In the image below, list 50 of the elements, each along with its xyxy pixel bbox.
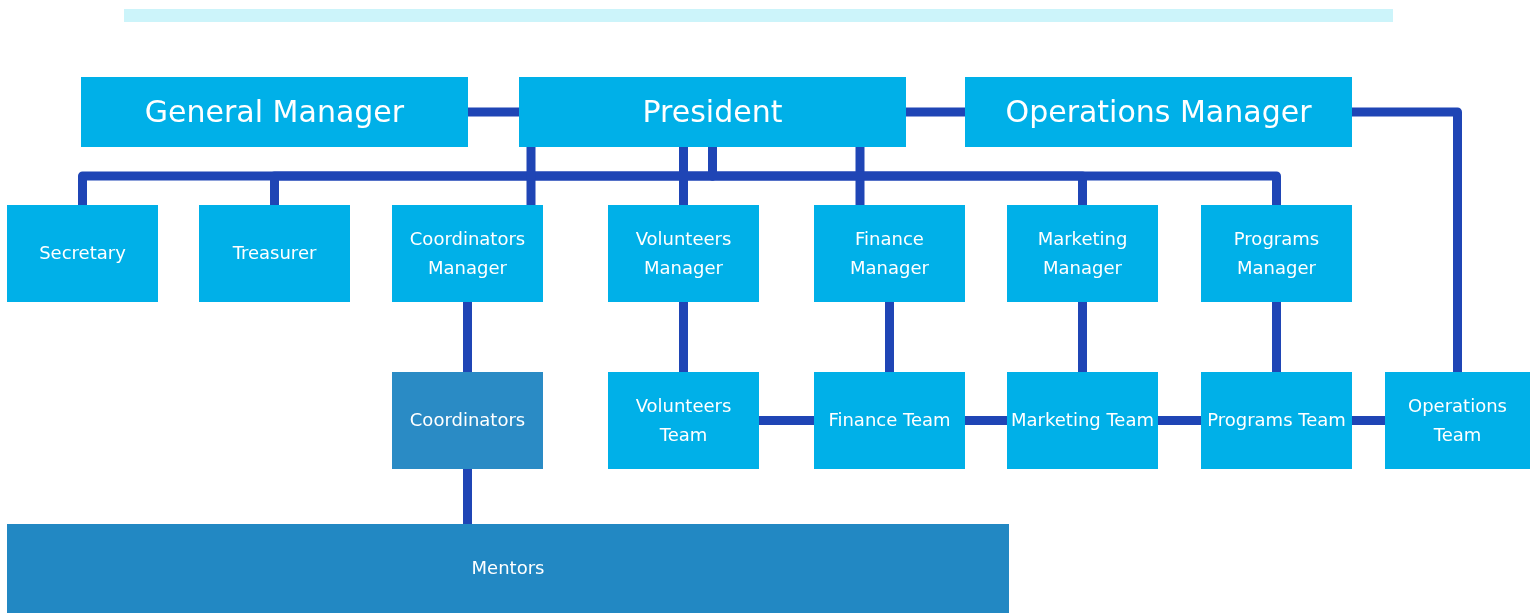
connector-line (463, 302, 472, 372)
role-title: Treasurer (232, 241, 317, 266)
role-title: General Manager (144, 93, 405, 131)
role-title: Volunteers Manager (634, 226, 733, 280)
connector-line (906, 107, 965, 117)
role-box (965, 77, 1352, 147)
role-title: Coordinators Manager (408, 226, 527, 280)
connector-line (1272, 302, 1281, 372)
role-title: President (642, 93, 783, 131)
role-box (1007, 372, 1158, 469)
connector-line (526, 147, 536, 205)
connector-line (463, 469, 472, 524)
role-box (1385, 372, 1530, 469)
connector-line (965, 416, 1007, 425)
connector-line (1158, 416, 1201, 425)
role-title: Volunteers Team (634, 393, 733, 447)
role-box (814, 205, 965, 302)
role-title: Marketing Manager (1036, 226, 1129, 280)
role-box (392, 372, 543, 469)
connector-line (1078, 302, 1087, 372)
role-box (1201, 372, 1352, 469)
role-title: Coordinators (409, 408, 526, 433)
connector-line (855, 147, 865, 205)
role-box (7, 524, 1009, 613)
role-box (1201, 205, 1352, 302)
role-box (392, 205, 543, 302)
role-title: Operations Manager (1005, 93, 1312, 131)
connector-line (679, 147, 688, 205)
role-title: Operations Team (1407, 393, 1508, 447)
role-title: Finance Team (828, 408, 951, 433)
role-box (519, 77, 906, 147)
connector-line (759, 416, 814, 425)
role-box (608, 205, 759, 302)
connector-line (679, 302, 688, 372)
connector-line (1352, 416, 1385, 425)
connector-line (1352, 107, 1462, 372)
connector-line (468, 107, 519, 117)
role-box (814, 372, 965, 469)
role-box (1007, 205, 1158, 302)
role-title: Finance Manager (849, 226, 930, 280)
role-box (608, 372, 759, 469)
role-box (199, 205, 350, 302)
role-title: Programs Manager (1232, 226, 1321, 280)
role-title: Marketing Team (1011, 408, 1154, 433)
role-title: Programs Team (1207, 408, 1346, 433)
role-box (81, 77, 468, 147)
connector-line (885, 302, 894, 372)
role-title: Mentors (471, 556, 545, 581)
role-title: Secretary (39, 241, 126, 266)
role-box (7, 205, 158, 302)
